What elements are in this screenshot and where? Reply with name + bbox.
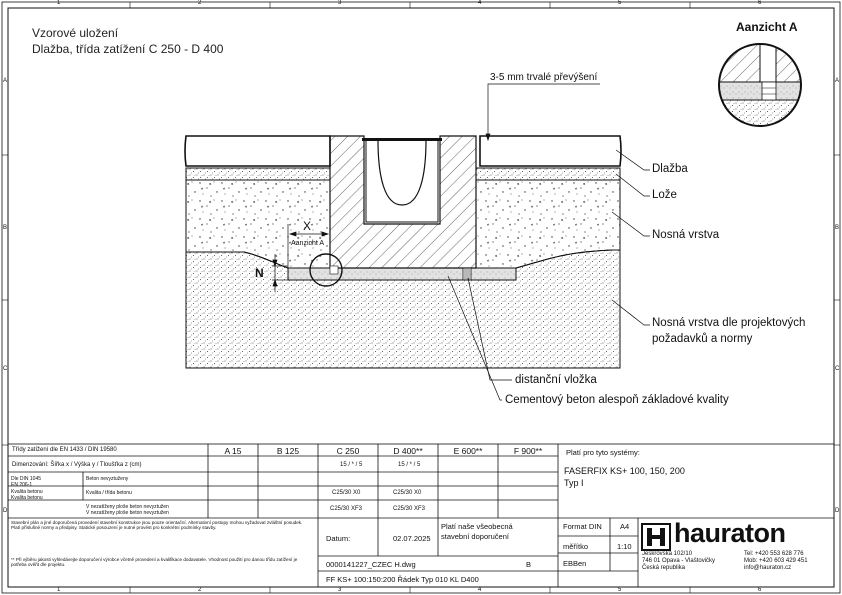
phone-line1: Tel: +420 553 628 776: [744, 551, 804, 557]
grid-row-a: A: [3, 78, 8, 84]
address-line1: Jeskrovská 102/10: [642, 551, 693, 557]
class-c250: C 250: [336, 446, 360, 456]
doc-note-line1: Platí naše všeobecná: [441, 522, 513, 531]
system-type: Typ I: [564, 478, 584, 488]
drawing-title-line2: Dlažba, třída zatížení C 250 - D 400: [32, 42, 224, 56]
grid-col-1-bottom: 1: [57, 587, 61, 593]
dims-label: Dimenzování: Šířka x / Výška y / Tloušťk…: [12, 462, 142, 468]
grade-xf3-c250: C25/30 XF3: [330, 506, 363, 512]
grid-row-d-right: D: [835, 508, 840, 514]
class-b125: B 125: [276, 446, 300, 456]
title-block: [7, 443, 835, 588]
label-subbase-line1: Nosná vrstva dle projektových: [652, 317, 806, 329]
phone-line2: Mob: +420 603 429 451: [744, 558, 808, 564]
grid-row-b-right: B: [835, 225, 840, 231]
leader-lines: [447, 83, 650, 401]
revision: B: [526, 560, 532, 569]
format-label: Format DIN: [563, 522, 602, 531]
grid-row-b: B: [3, 225, 8, 231]
detail-view-a: [718, 43, 802, 127]
grid-col-2-bottom: 2: [198, 587, 202, 593]
bedding-left: [185, 167, 331, 181]
class-e600: E 600**: [453, 446, 483, 456]
class-f900: F 900**: [513, 446, 543, 456]
class-d400: D 400**: [393, 446, 423, 456]
concrete-side-1: Beton nevyztuženy: [86, 476, 129, 482]
concrete-label-a: Dle DIN 1045: [11, 476, 42, 482]
grid-col-2: 2: [198, 0, 202, 6]
grid-col-4: 4: [478, 0, 482, 6]
grid-row-c-right: C: [835, 366, 840, 372]
grid-col-3-bottom: 3: [338, 587, 342, 593]
scale-label: měřítko: [563, 542, 589, 551]
dimension-n: [272, 254, 288, 292]
file-name: 0000141227_CZEC H.dwg: [326, 560, 416, 569]
channel-invert: [377, 139, 427, 206]
load-class-label: Třídy zatížení dle EN 1433 / DIN 19580: [12, 447, 117, 453]
dimension-n-label: N: [255, 266, 264, 280]
address-line2: 746 01 Opava - Vlaštovičky: [642, 558, 716, 564]
dimension-x-label: X: [303, 219, 312, 233]
scale-value: 1:10: [617, 542, 632, 551]
detail-view-title: Aanzicht A: [736, 20, 798, 34]
system-name: FASERFIX KS+ 100, 150, 200: [564, 466, 685, 476]
grid-col-5: 5: [618, 0, 622, 6]
grid-col-5-bottom: 5: [618, 587, 622, 593]
address-line3: Česká republika: [642, 565, 686, 571]
dims-value-c250: 15 / * / 5: [340, 462, 363, 468]
concrete-label-b: EN 206-1: [11, 482, 33, 488]
format-value: A4: [620, 522, 630, 531]
grid-col-6: 6: [758, 0, 762, 6]
dims-value-d400: 15 / * / 5: [398, 462, 421, 468]
channel-body: [329, 135, 477, 269]
grade-xf3-d400: C25/30 XF3: [393, 506, 426, 512]
systems-label: Platí pro tyto systémy:: [566, 448, 640, 457]
concrete-label-d: Kvalita betonu: [11, 495, 43, 501]
grid-col-1: 1: [57, 0, 61, 6]
paving-left: [184, 135, 331, 167]
grade-d400: C25/30 X0: [393, 490, 422, 496]
note-row-a: V nezatíženy ploše beton nevyztužen: [86, 504, 169, 510]
class-a15: A 15: [224, 446, 242, 456]
paving-right: [479, 135, 622, 167]
email: info@hauraton.cz: [744, 565, 792, 571]
note-row-b: V nezatíženy ploše beton nevyztužen: [86, 510, 169, 516]
label-concrete: Cementový beton alespoň základové kvalit…: [505, 394, 729, 406]
concrete-side-2: Kvalita / třída betonu: [86, 490, 132, 496]
grid-col-6-bottom: 6: [758, 587, 762, 593]
label-paving: Dlažba: [652, 163, 688, 175]
drawing-title-line1: Vzorové uložení: [32, 26, 119, 40]
bedding-right: [475, 167, 621, 181]
grid-col-4-bottom: 4: [478, 587, 482, 593]
dimension-x: [287, 224, 331, 268]
doc-note-line2: stavební doporučení: [441, 532, 509, 541]
grade-c250: C25/30 X0: [332, 490, 361, 496]
grid-row-a-right: A: [835, 78, 840, 84]
concrete-slab: [287, 267, 517, 281]
label-subbase-line2: požadavků a normy: [652, 333, 753, 345]
grid-row-d: D: [3, 508, 8, 514]
label-base: Nosná vrstva: [652, 229, 720, 241]
notes-footnote: ** Při výběru jakosti vyhledávejte dopor…: [11, 557, 298, 568]
author-value: EBBen: [563, 559, 587, 568]
label-spacer: distanční vložka: [515, 374, 597, 386]
hauraton-logo-mark: [641, 523, 671, 551]
grid-row-c: C: [3, 366, 8, 372]
detail-circle-marker: [309, 253, 343, 287]
label-bedding: Lože: [652, 189, 677, 201]
notes-block: Stavební plán a jiné doporučená proveden…: [11, 520, 303, 531]
grating-bar: [362, 138, 442, 141]
date-label: Datum:: [326, 534, 351, 543]
drawing-title-footer: FF KS+ 100:150:200 Řádek Typ 010 KL D400: [326, 575, 479, 584]
overlap-annotation: 3-5 mm trvalé převýšení: [490, 72, 598, 83]
grid-col-3: 3: [338, 0, 342, 6]
concrete-label-c: Kvalita betonu: [11, 489, 43, 495]
brand-wordmark: hauraton: [674, 518, 786, 548]
date-value: 02.07.2025: [393, 534, 431, 543]
detail-ref-label: Aanzicht A: [291, 240, 325, 247]
